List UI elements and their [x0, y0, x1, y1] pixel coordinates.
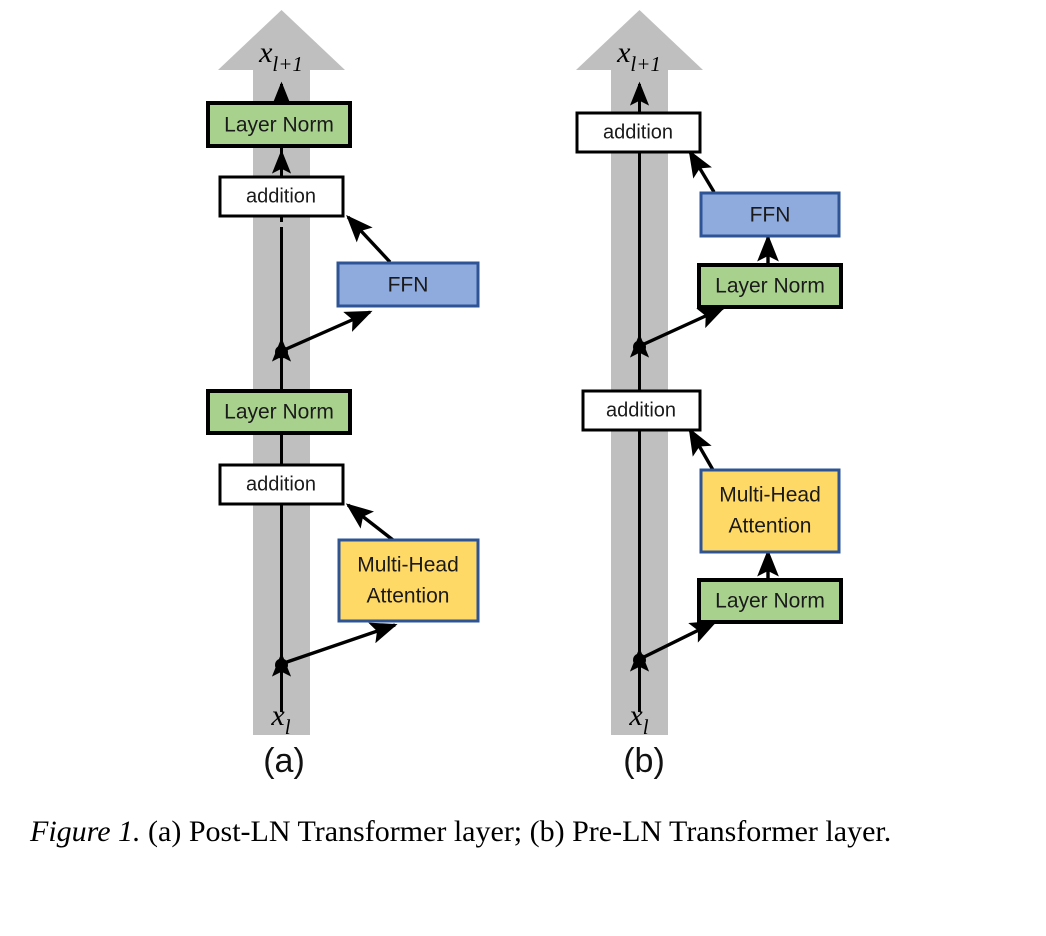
- block-b-addition-bottom[interactable]: addition: [581, 389, 702, 432]
- svg-text:Attention: Attention: [729, 515, 812, 538]
- svg-text:addition: addition: [606, 399, 676, 421]
- arrow-b-attention-to-add2: [688, 427, 715, 471]
- svg-text:Layer Norm: Layer Norm: [224, 401, 334, 424]
- block-a-layer-norm-bottom[interactable]: Layer Norm: [206, 389, 352, 435]
- svg-text:Layer Norm: Layer Norm: [715, 590, 825, 613]
- svg-text:FFN: FFN: [388, 274, 429, 297]
- block-a-attention[interactable]: Multi-Head Attention: [337, 538, 480, 623]
- arrow-a-to-ffn: [283, 310, 373, 352]
- panel-a: xl+1 xl: [206, 10, 480, 780]
- svg-text:Multi-Head: Multi-Head: [719, 484, 821, 507]
- panel-label-a: (a): [263, 742, 305, 780]
- svg-text:Layer Norm: Layer Norm: [715, 275, 825, 298]
- block-b-ffn[interactable]: FFN: [699, 191, 841, 238]
- output-label-b: xl+1: [616, 36, 661, 76]
- svg-text:addition: addition: [246, 185, 316, 207]
- block-a-addition-bottom[interactable]: addition: [218, 463, 345, 506]
- block-a-layer-norm-top[interactable]: Layer Norm: [206, 101, 352, 148]
- arrow-b-to-layer-norm-lower: [641, 620, 718, 660]
- svg-text:addition: addition: [603, 121, 673, 143]
- svg-text:addition: addition: [246, 473, 316, 495]
- svg-text:Multi-Head: Multi-Head: [357, 554, 459, 577]
- arrow-b-to-layer-norm-upper: [641, 306, 726, 347]
- block-a-ffn[interactable]: FFN: [336, 261, 480, 308]
- arrow-a-ffn-to-add: [346, 215, 392, 264]
- output-label-a: xl+1: [258, 36, 303, 76]
- input-label-a: xl: [270, 699, 290, 739]
- figure-caption: Figure 1. (a) Post-LN Transformer layer;…: [30, 812, 1020, 852]
- figure-caption-text: (a) Post-LN Transformer layer; (b) Pre-L…: [140, 815, 892, 848]
- svg-text:Attention: Attention: [367, 585, 450, 608]
- figure-caption-lead: Figure 1.: [30, 815, 141, 848]
- branch-point-a-attention: [275, 658, 288, 672]
- svg-text:FFN: FFN: [750, 204, 791, 227]
- svg-text:Layer Norm: Layer Norm: [224, 114, 334, 137]
- panel-b: xl+1 xl addition: [575, 10, 843, 780]
- arrow-b-ffn-to-add: [688, 149, 716, 193]
- block-b-attention[interactable]: Multi-Head Attention: [699, 468, 841, 554]
- panel-label-b: (b): [623, 742, 665, 780]
- input-label-b: xl: [628, 699, 648, 739]
- block-b-layer-norm-upper[interactable]: Layer Norm: [697, 263, 843, 309]
- block-b-layer-norm-lower[interactable]: Layer Norm: [697, 578, 843, 624]
- arrow-a-attention-to-add2: [345, 503, 395, 542]
- block-a-addition-top[interactable]: addition: [218, 175, 345, 218]
- arrow-a-to-attention: [283, 622, 398, 665]
- block-b-addition-top[interactable]: addition: [575, 111, 702, 154]
- transformer-layer-diagram: xl+1 xl: [206, 10, 843, 780]
